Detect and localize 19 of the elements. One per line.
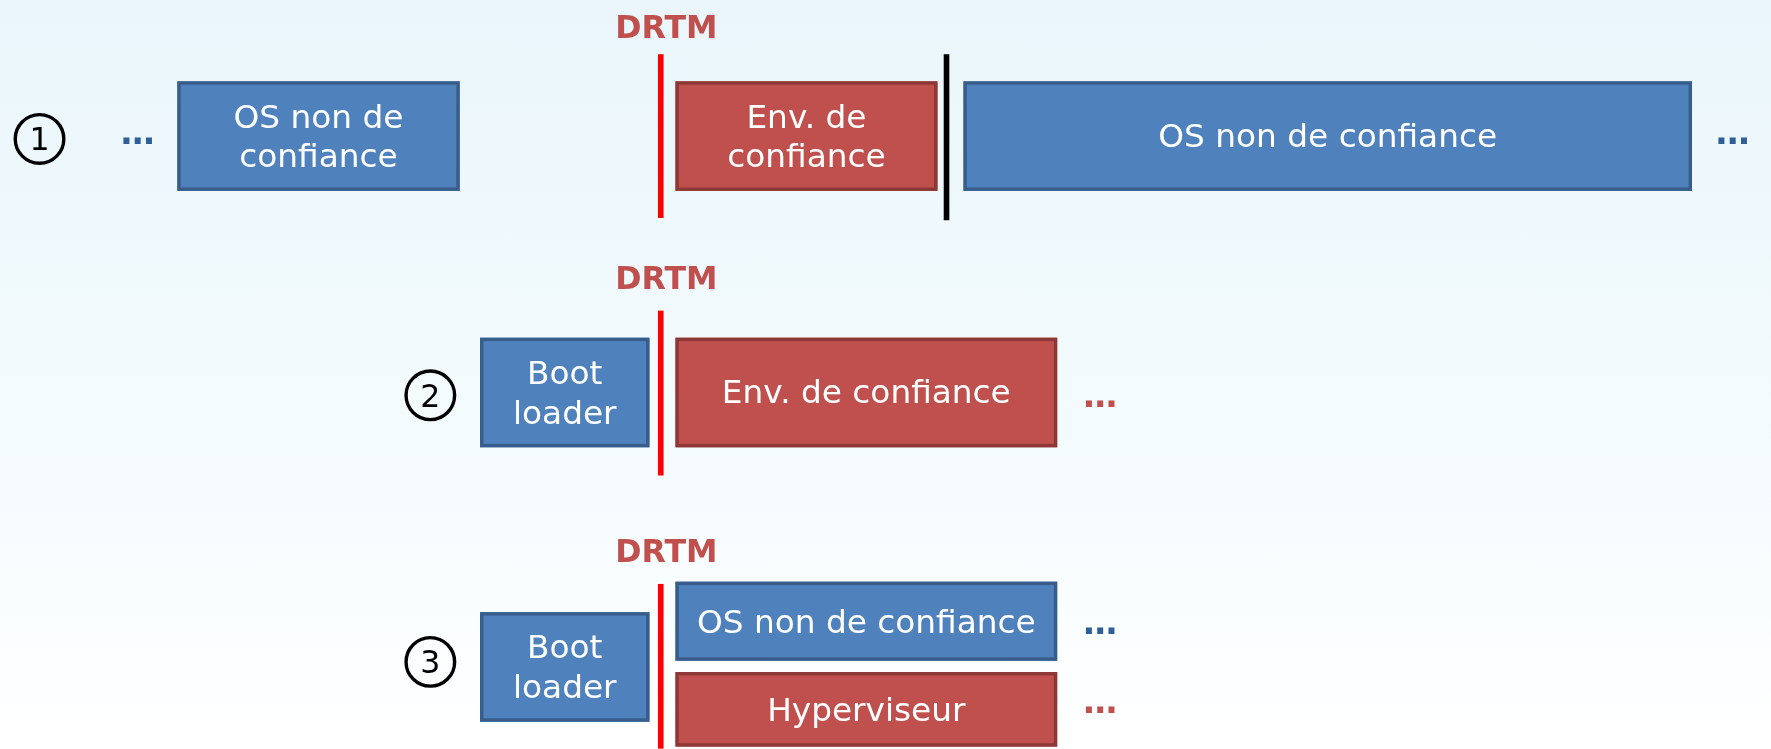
trusted-phase-box: Env. de confiance bbox=[675, 337, 1058, 448]
drtm-label: DRTM bbox=[615, 9, 718, 47]
step-number: 1 bbox=[13, 112, 66, 165]
drtm-label: DRTM bbox=[615, 259, 718, 298]
continuation-dots: … bbox=[120, 112, 157, 152]
untrusted-phase-box: Boot loader bbox=[480, 612, 650, 722]
untrusted-phase-box: OS non de confiance bbox=[675, 581, 1058, 661]
trusted-phase-box: Env. de confiance bbox=[675, 81, 938, 191]
continuation-dots: … bbox=[1715, 112, 1752, 152]
continuation-dots: … bbox=[1083, 602, 1120, 642]
untrusted-phase-box: OS non de confiance bbox=[963, 81, 1692, 191]
drtm-label: DRTM bbox=[615, 533, 718, 571]
untrusted-phase-box: Boot loader bbox=[480, 337, 650, 448]
step-number: 3 bbox=[404, 635, 457, 688]
trusted-phase-box: Hyperviseur bbox=[675, 672, 1058, 747]
continuation-dots: … bbox=[1083, 681, 1120, 721]
continuation-dots: … bbox=[1083, 375, 1120, 415]
untrusted-phase-box: OS non de confiance bbox=[177, 81, 460, 191]
step-number: 2 bbox=[404, 369, 457, 422]
